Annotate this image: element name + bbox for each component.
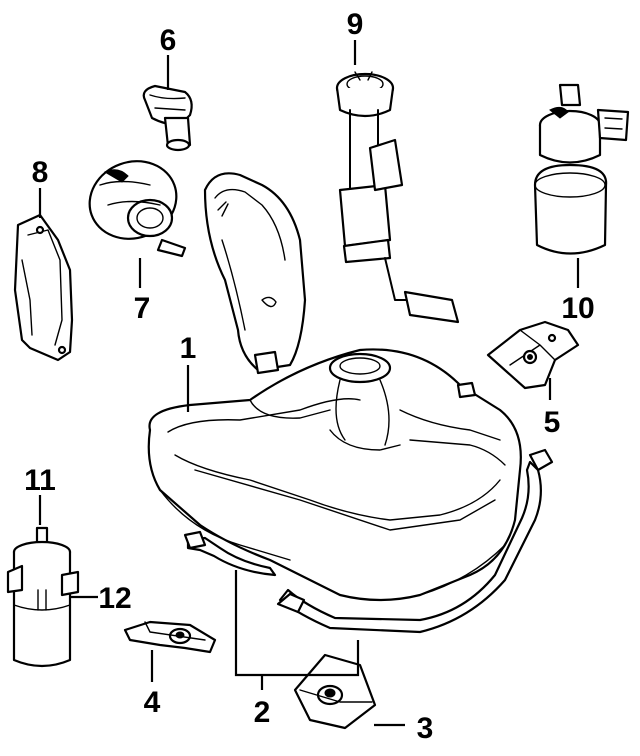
callout-9: 9 xyxy=(347,8,364,41)
callout-10: 10 xyxy=(561,292,594,325)
fuel-pump[interactable] xyxy=(533,83,630,255)
callout-5: 5 xyxy=(544,406,561,439)
fuel-tank[interactable] xyxy=(147,172,522,602)
fuel-filler-cap[interactable] xyxy=(79,149,188,258)
callout-1: 1 xyxy=(180,332,197,365)
fuel-filter[interactable] xyxy=(6,526,80,668)
callout-7: 7 xyxy=(134,292,151,325)
rollover-valve[interactable] xyxy=(142,84,193,152)
callout-2: 2 xyxy=(254,696,271,729)
callout-6: 6 xyxy=(160,24,177,57)
callout-4: 4 xyxy=(144,686,161,719)
callout-3: 3 xyxy=(417,712,434,745)
callout-11: 11 xyxy=(24,464,56,497)
leader-lines xyxy=(38,40,580,727)
strap-bracket[interactable] xyxy=(293,653,377,730)
tank-straps[interactable] xyxy=(183,448,554,634)
fuel-pump-sender-assembly[interactable] xyxy=(335,71,460,324)
mount-bracket[interactable] xyxy=(123,620,217,654)
callout-labels: 1 2 3 4 5 6 7 8 9 10 11 12 xyxy=(24,8,595,745)
callout-12: 12 xyxy=(98,582,131,615)
heat-shield[interactable] xyxy=(13,213,74,362)
heat-shield-bracket[interactable] xyxy=(456,320,580,399)
callout-8: 8 xyxy=(32,156,49,189)
